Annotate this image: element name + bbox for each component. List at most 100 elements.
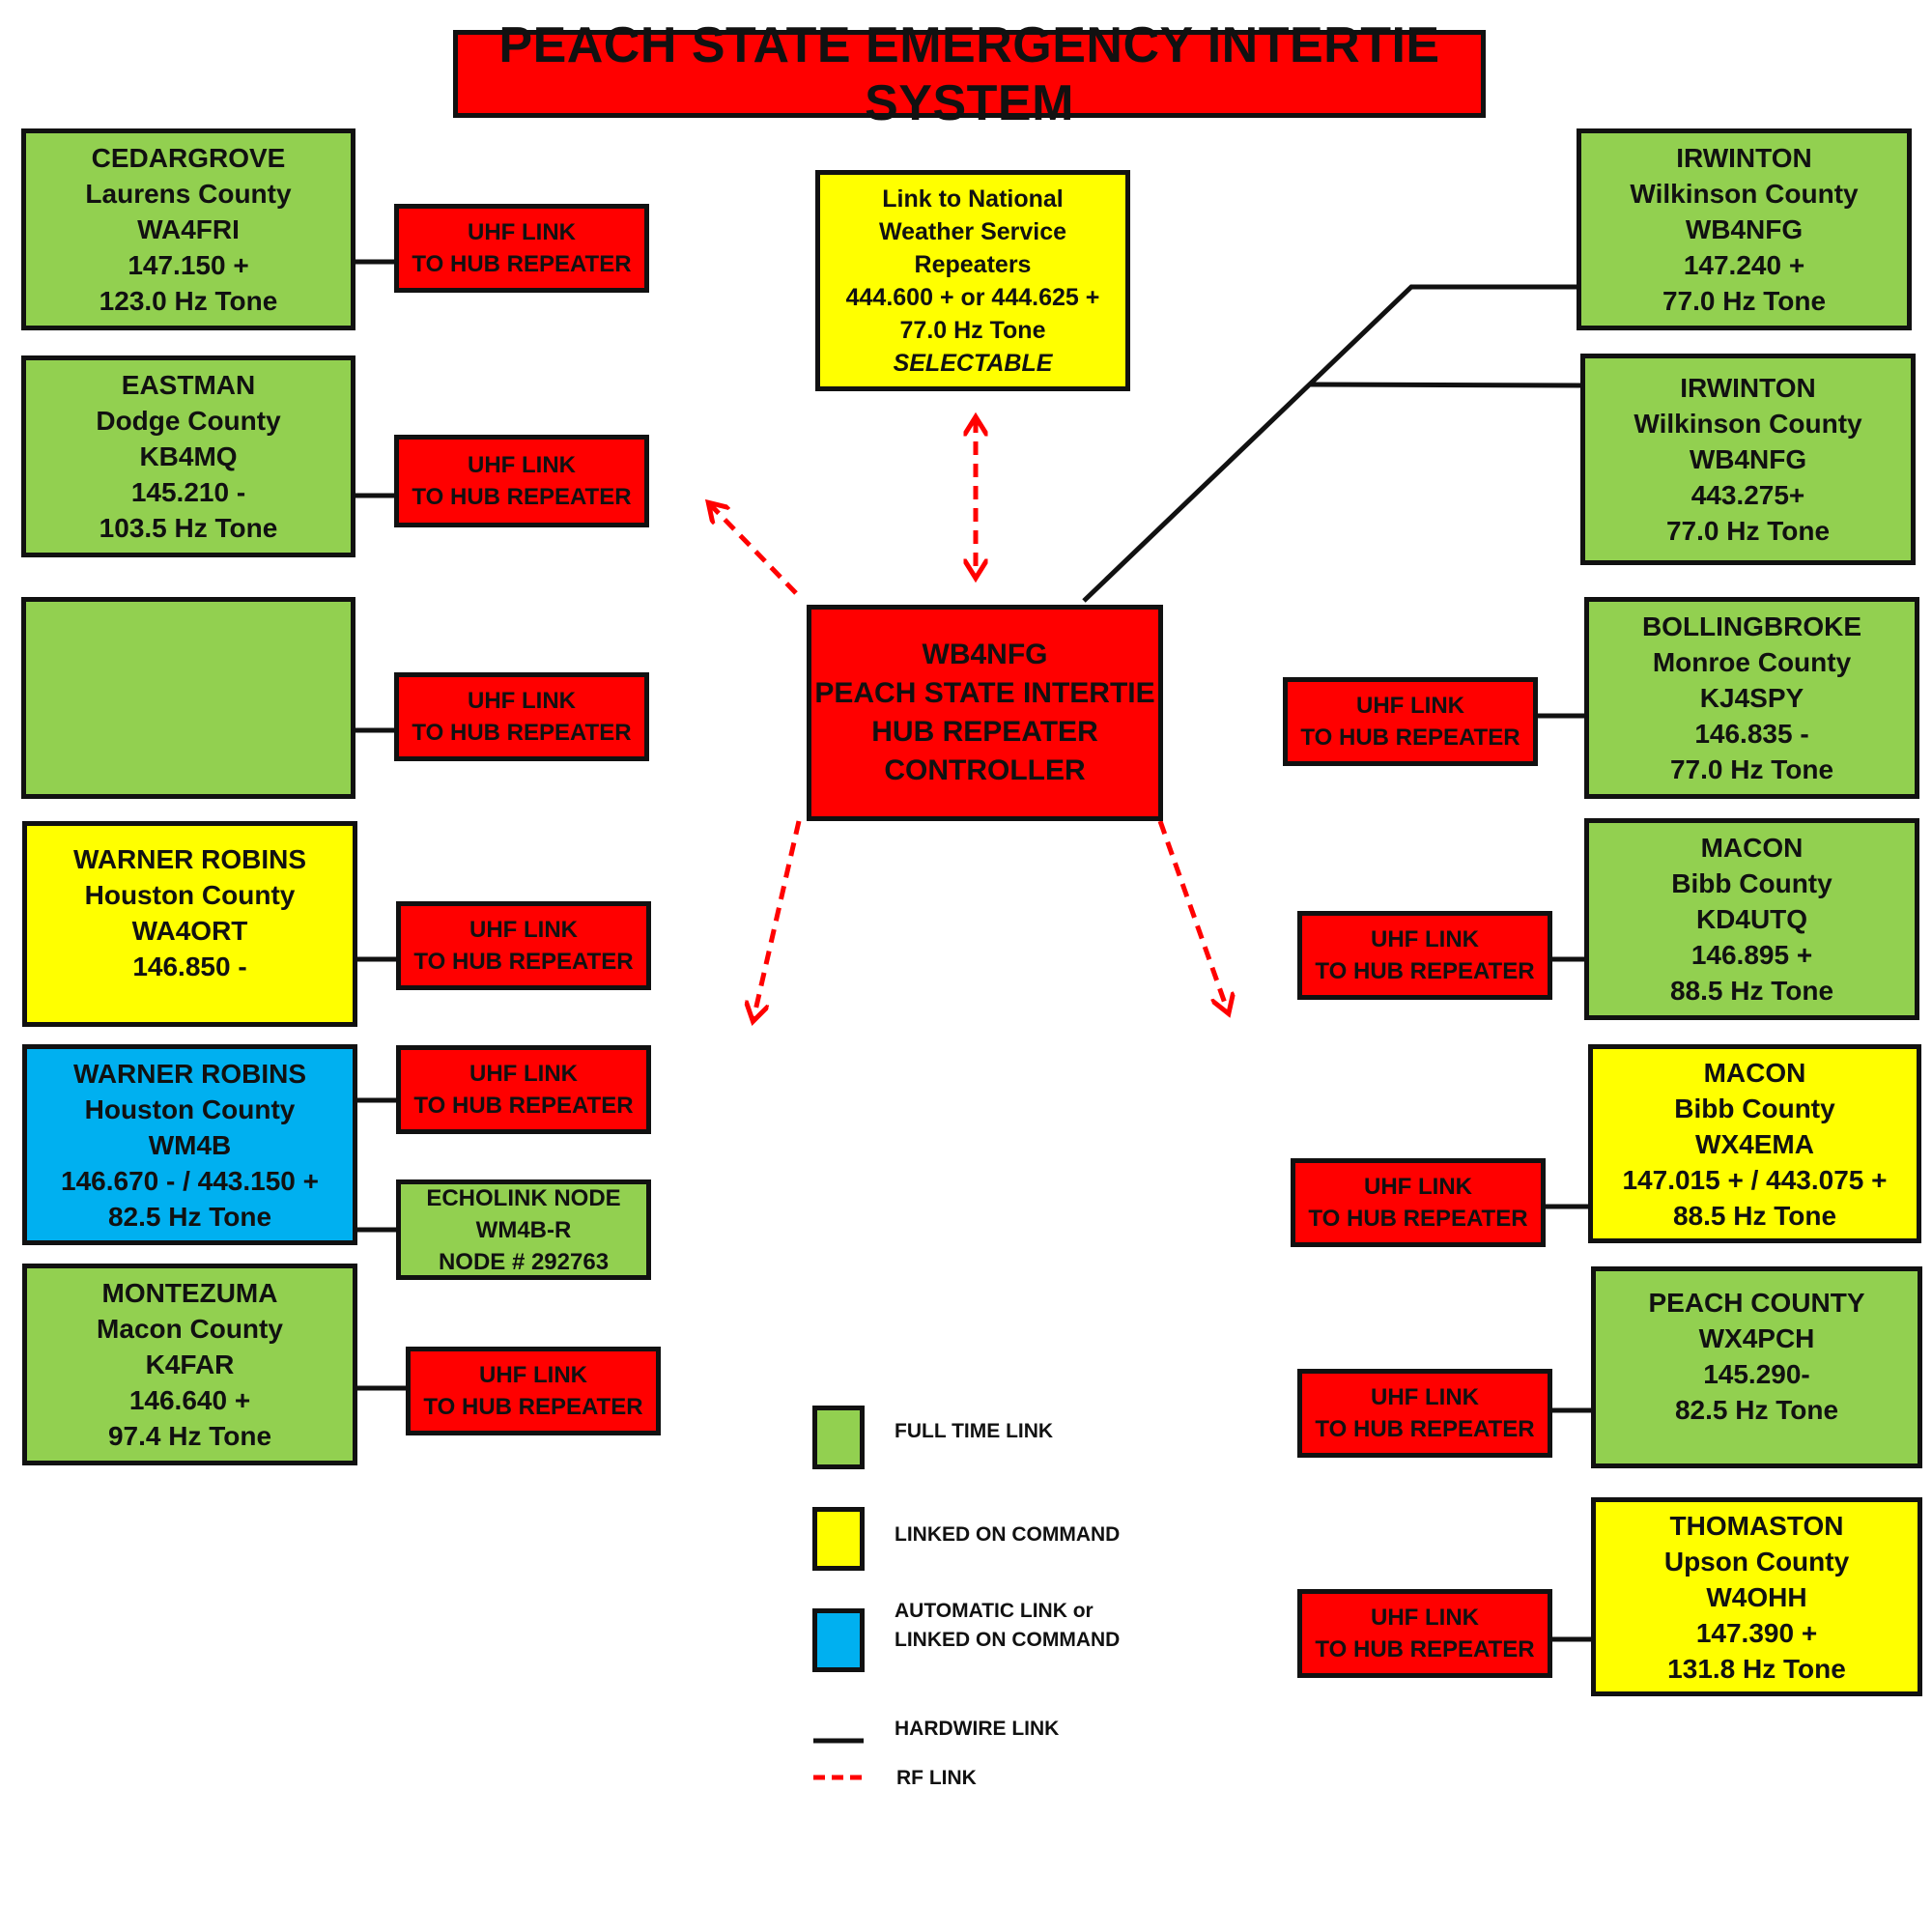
- station-name: WARNER ROBINS: [72, 844, 307, 874]
- station-frequency: 443.275+: [1690, 480, 1805, 510]
- station-tone: 82.5 Hz Tone: [1674, 1395, 1839, 1425]
- station-callsign: WM4B: [148, 1129, 232, 1160]
- station-tone: 77.0 Hz Tone: [1669, 754, 1834, 784]
- station-warner-robins-wa4ort: WARNER ROBINS Houston County WA4ORT 146.…: [22, 821, 357, 1027]
- legend-swatch-automatic: [812, 1608, 865, 1672]
- station-name: IRWINTON: [1680, 373, 1816, 403]
- station-blank: [21, 597, 355, 799]
- station-frequency: 146.895 +: [1690, 940, 1813, 970]
- station-tone: 131.8 Hz Tone: [1667, 1653, 1846, 1684]
- legend-swatch-full-time: [812, 1406, 865, 1469]
- station-macon-wx4ema: MACON Bibb County WX4EMA 147.015 + / 443…: [1588, 1044, 1921, 1243]
- legend-label-rf: RF LINK: [896, 1767, 977, 1789]
- station-tone: 77.0 Hz Tone: [1665, 516, 1831, 546]
- station-name: EASTMAN: [121, 370, 256, 400]
- rf-links: [710, 419, 1228, 1019]
- uhf-link-sublabel: TO HUB REPEATER: [1308, 1206, 1528, 1232]
- station-frequency: 147.150 +: [128, 250, 249, 280]
- uhf-link-montezuma: UHF LINK TO HUB REPEATER: [406, 1347, 661, 1435]
- station-tone: 103.5 Hz Tone: [99, 513, 278, 543]
- uhf-link-macon-kd4utq: UHF LINK TO HUB REPEATER: [1297, 911, 1552, 1000]
- station-tone: 123.0 Hz Tone: [99, 286, 278, 316]
- hardwire-irwinton-2: [1310, 382, 1581, 388]
- station-county: Wilkinson County: [1630, 179, 1859, 209]
- station-cedargrove: CEDARGROVE Laurens County WA4FRI 147.150…: [21, 128, 355, 330]
- hub-callsign: WB4NFG: [922, 639, 1048, 670]
- page-title: PEACH STATE EMERGENCY INTERTIE SYSTEM: [453, 17, 1486, 131]
- hardwire-irwinton-1: [1082, 284, 1577, 603]
- station-frequency: 146.835 -: [1694, 719, 1809, 749]
- station-callsign: WA4FRI: [137, 214, 240, 244]
- uhf-link-macon-wx4ema: UHF LINK TO HUB REPEATER: [1291, 1158, 1546, 1247]
- legend-label-full-time: FULL TIME LINK: [895, 1420, 1054, 1442]
- uhf-link-label: UHF LINK: [1371, 1605, 1479, 1631]
- station-callsign: KD4UTQ: [1695, 904, 1808, 934]
- station-name: BOLLINGBROKE: [1641, 611, 1862, 641]
- station-frequency: 145.290-: [1703, 1359, 1810, 1389]
- station-tone: 88.5 Hz Tone: [1672, 1200, 1837, 1231]
- station-bollingbroke: BOLLINGBROKE Monroe County KJ4SPY 146.83…: [1584, 597, 1919, 799]
- uhf-link-label: UHF LINK: [1364, 1174, 1472, 1200]
- nws-frequencies: 444.600 + or 444.625 +: [845, 283, 1100, 311]
- uhf-link-label: UHF LINK: [479, 1362, 587, 1388]
- rf-arrow-lower-right: [1157, 820, 1228, 1011]
- uhf-link-cedargrove: UHF LINK TO HUB REPEATER: [394, 204, 649, 293]
- station-irwinton-443275: IRWINTON Wilkinson County WB4NFG 443.275…: [1580, 354, 1916, 565]
- station-eastman: EASTMAN Dodge County KB4MQ 145.210 - 103…: [21, 355, 355, 557]
- uhf-link-blank-station: UHF LINK TO HUB REPEATER: [394, 672, 649, 761]
- station-callsign: WB4NFG: [1689, 444, 1807, 474]
- uhf-link-warner-robins-wa4ort: UHF LINK TO HUB REPEATER: [396, 901, 651, 990]
- station-county: Wilkinson County: [1634, 409, 1862, 439]
- hub-line-3: HUB REPEATER: [871, 716, 1098, 748]
- station-name: CEDARGROVE: [91, 143, 286, 173]
- station-macon-kd4utq: MACON Bibb County KD4UTQ 146.895 + 88.5 …: [1584, 818, 1919, 1020]
- legend-label-automatic-line-1: AUTOMATIC LINK or: [895, 1600, 1094, 1622]
- echolink-callsign: WM4B-R: [475, 1216, 572, 1243]
- legend-label-automatic-line-2: LINKED ON COMMAND: [895, 1629, 1121, 1651]
- nws-tone: 77.0 Hz Tone: [899, 316, 1046, 344]
- rf-arrow-upper-left: [710, 504, 798, 595]
- station-warner-robins-wm4b: WARNER ROBINS Houston County WM4B 146.67…: [22, 1044, 357, 1245]
- uhf-link-sublabel: TO HUB REPEATER: [412, 720, 632, 746]
- legend-line-samples: [813, 1738, 864, 1780]
- page-title-text: PEACH STATE EMERGENCY INTERTIE SYSTEM: [498, 16, 1440, 131]
- station-tone: 88.5 Hz Tone: [1669, 976, 1834, 1006]
- rf-arrow-lower-left: [753, 820, 802, 1019]
- uhf-link-sublabel: TO HUB REPEATER: [1315, 958, 1535, 984]
- uhf-link-label: UHF LINK: [468, 688, 576, 714]
- uhf-link-warner-robins-wm4b: UHF LINK TO HUB REPEATER: [396, 1045, 651, 1134]
- station-name: IRWINTON: [1676, 143, 1812, 173]
- station-county: Houston County: [84, 1094, 296, 1124]
- uhf-link-label: UHF LINK: [469, 917, 578, 943]
- uhf-link-sublabel: TO HUB REPEATER: [412, 484, 632, 510]
- uhf-link-sublabel: TO HUB REPEATER: [423, 1394, 643, 1420]
- station-callsign: K4FAR: [145, 1350, 235, 1379]
- uhf-link-peach-county: UHF LINK TO HUB REPEATER: [1297, 1369, 1552, 1458]
- station-name: MACON: [1703, 1057, 1806, 1088]
- station-thomaston: THOMASTON Upson County W4OHH 147.390 + 1…: [1591, 1497, 1922, 1696]
- uhf-link-sublabel: TO HUB REPEATER: [413, 1093, 634, 1119]
- station-frequency: 146.640 +: [128, 1385, 251, 1415]
- station-callsign: WX4PCH: [1698, 1323, 1815, 1353]
- uhf-link-label: UHF LINK: [1356, 693, 1464, 719]
- legend-label-on-command: LINKED ON COMMAND: [895, 1523, 1121, 1546]
- nws-line-1: Link to National: [882, 185, 1064, 213]
- station-frequency: 147.240 +: [1683, 250, 1805, 280]
- station-frequency: 147.015 + / 443.075 +: [1622, 1164, 1888, 1195]
- legend-label-automatic: AUTOMATIC LINK or LINKED ON COMMAND: [895, 1597, 1120, 1655]
- station-county: Monroe County: [1652, 647, 1852, 677]
- station-name: PEACH COUNTY: [1648, 1288, 1865, 1318]
- echolink-title: ECHOLINK NODE: [426, 1184, 621, 1211]
- station-county: Laurens County: [85, 179, 292, 209]
- nws-line-2: Weather Service: [878, 217, 1067, 245]
- echolink-node-box: ECHOLINK NODE WM4B-R NODE # 292763: [396, 1179, 651, 1280]
- uhf-link-label: UHF LINK: [468, 452, 576, 478]
- station-name: WARNER ROBINS: [72, 1058, 307, 1089]
- uhf-link-sublabel: TO HUB REPEATER: [1315, 1416, 1535, 1442]
- legend-swatch-on-command: [812, 1507, 865, 1571]
- station-callsign: WX4EMA: [1695, 1128, 1814, 1159]
- station-montezuma: MONTEZUMA Macon County K4FAR 146.640 + 9…: [22, 1264, 357, 1465]
- uhf-link-label: UHF LINK: [469, 1061, 578, 1087]
- uhf-link-sublabel: TO HUB REPEATER: [1315, 1636, 1535, 1662]
- station-county: Houston County: [84, 880, 296, 910]
